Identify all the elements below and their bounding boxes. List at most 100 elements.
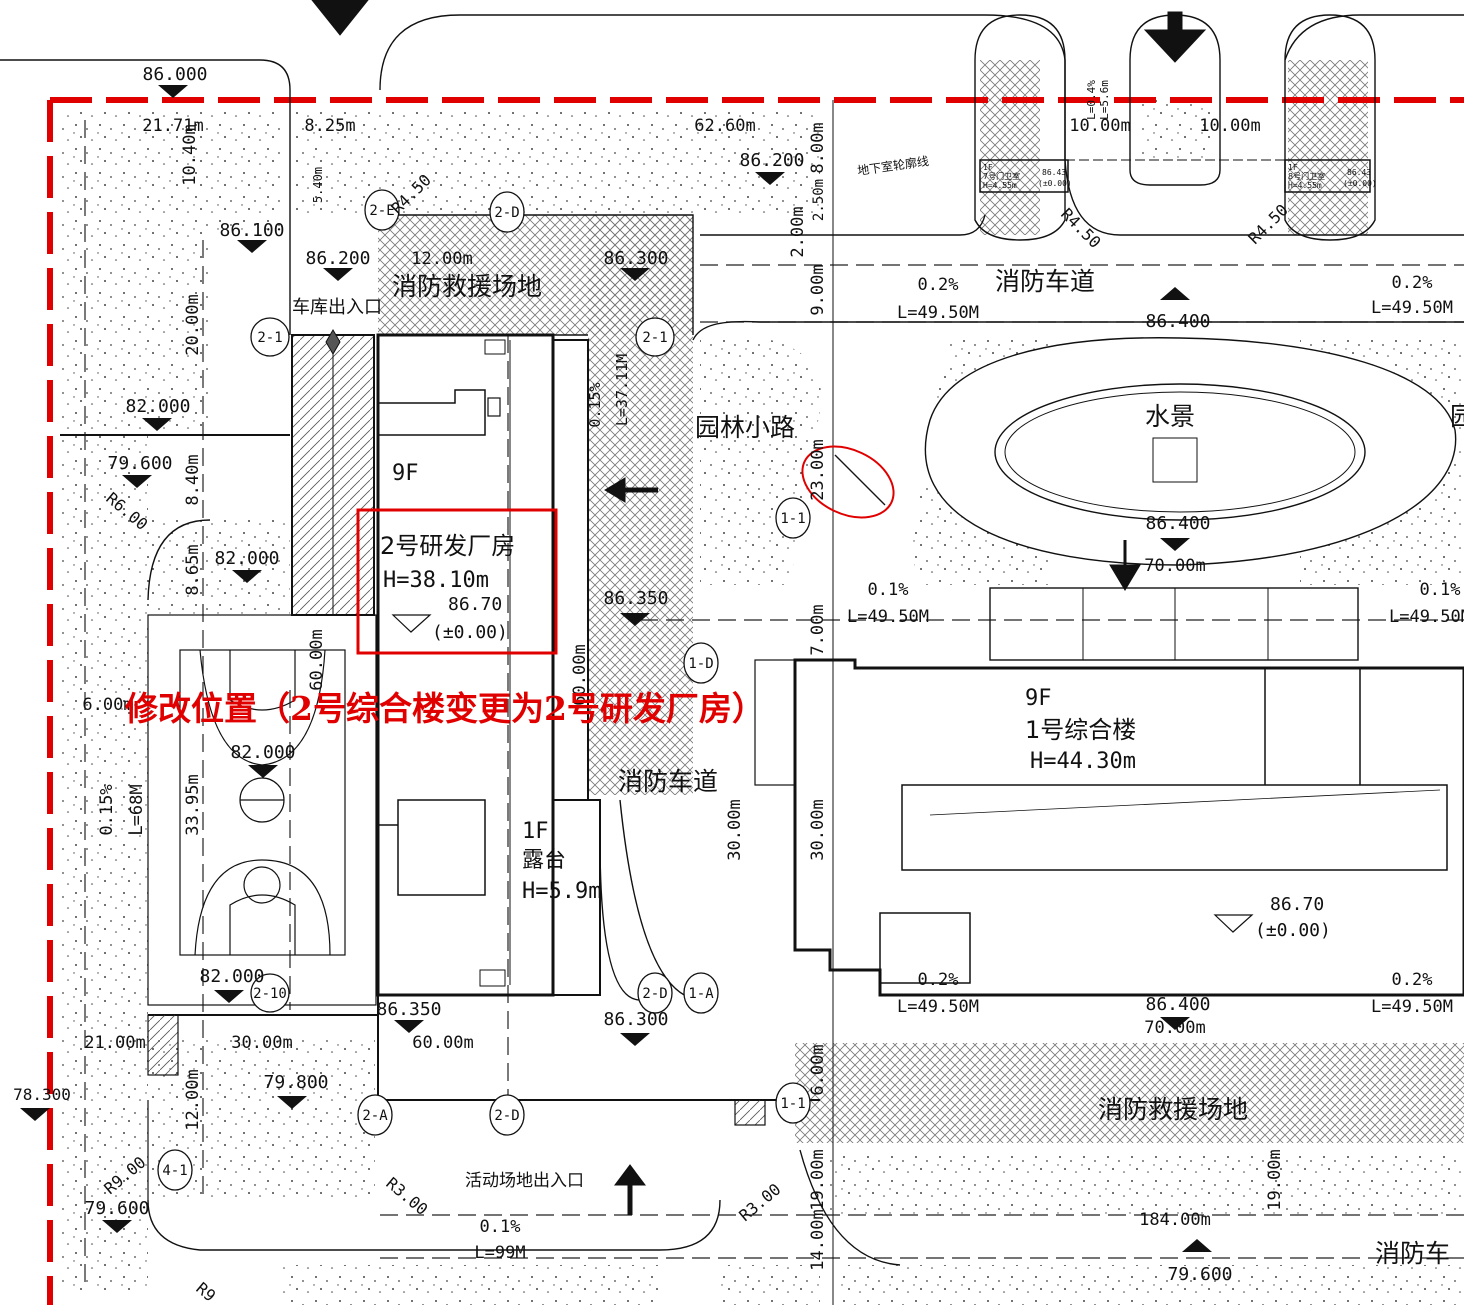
svg-text:86.300: 86.300 (603, 248, 668, 269)
terrace-labels: 1F 露台 H=5.9m (522, 819, 601, 904)
svg-text:8号门卫室: 8号门卫室 (1288, 171, 1325, 181)
svg-text:33.95m: 33.95m (183, 774, 203, 835)
svg-text:L=49.50M: L=49.50M (897, 303, 979, 323)
svg-text:R9: R9 (192, 1279, 219, 1305)
svg-text:79.800: 79.800 (263, 1072, 328, 1093)
svg-text:79.600: 79.600 (1167, 1264, 1232, 1285)
guard-houses (979, 159, 1371, 193)
arrows (311, 0, 1207, 1215)
svg-text:0.15%: 0.15% (586, 382, 604, 427)
svg-text:86.43: 86.43 (1347, 168, 1371, 177)
svg-text:R3.00: R3.00 (735, 1180, 784, 1226)
svg-text:2.50m: 2.50m (811, 179, 827, 221)
garage-ramp (291, 329, 375, 616)
svg-text:H=38.10m: H=38.10m (383, 568, 489, 593)
svg-text:2-D: 2-D (494, 1108, 519, 1124)
svg-text:8.65m: 8.65m (183, 544, 203, 595)
water-feature (924, 337, 1457, 566)
svg-text:82.000: 82.000 (125, 396, 190, 417)
svg-text:(±0.00): (±0.00) (1255, 920, 1331, 941)
svg-text:21.00m: 21.00m (84, 1033, 145, 1053)
svg-text:70.00m: 70.00m (1144, 1018, 1205, 1038)
svg-text:10.40m: 10.40m (180, 124, 200, 185)
label-edge-char: 园 (1450, 402, 1464, 431)
label-fire-rescue-bottom: 消防救援场地 (1098, 1095, 1248, 1124)
svg-text:R4.50: R4.50 (1057, 204, 1104, 251)
svg-text:(±0.00): (±0.00) (1343, 179, 1377, 188)
elevation-markers (20, 85, 1212, 1252)
svg-text:4-1: 4-1 (162, 1163, 187, 1179)
elevation-texts: 86.000 86.100 86.200 86.200 86.300 86.40… (13, 64, 1232, 1285)
svg-text:20.00m: 20.00m (183, 294, 203, 355)
highlight-ellipse (801, 445, 895, 519)
svg-text:9F: 9F (392, 461, 419, 486)
label-fire-rescue-top: 消防救援场地 (392, 272, 542, 301)
svg-text:0.15%: 0.15% (97, 784, 117, 835)
svg-text:7.00m: 7.00m (808, 604, 828, 655)
svg-text:12.00m: 12.00m (183, 1069, 203, 1130)
marker-diag (834, 454, 886, 506)
label-garden-path: 园林小路 (695, 413, 795, 442)
label-garage-exit: 车库出入口 (292, 297, 382, 318)
svg-text:L=99M: L=99M (474, 1243, 525, 1263)
svg-text:184.00m: 184.00m (1139, 1210, 1211, 1230)
hatched-zones (292, 60, 1464, 1143)
svg-text:30.00m: 30.00m (808, 799, 828, 860)
svg-text:L=49.50M: L=49.50M (897, 997, 979, 1017)
svg-text:86.000: 86.000 (142, 64, 207, 85)
axis-labels: 2-E 2-D 2-1 2-1 1-1 1-D 2-D 1-A 2-10 2-A… (162, 203, 805, 1179)
svg-text:86.200: 86.200 (305, 248, 370, 269)
svg-text:14.00m: 14.00m (808, 1209, 828, 1270)
svg-text:12.00m: 12.00m (411, 249, 472, 269)
svg-text:86.400: 86.400 (1145, 994, 1210, 1015)
svg-text:86.43: 86.43 (1042, 168, 1066, 177)
building-1 (754, 587, 1464, 997)
svg-text:1-1: 1-1 (780, 511, 805, 527)
svg-text:0.2%: 0.2% (1392, 970, 1433, 990)
svg-text:2-D: 2-D (494, 205, 519, 221)
svg-text:L=37.11M: L=37.11M (613, 354, 631, 426)
svg-text:0.1%: 0.1% (1420, 580, 1461, 600)
highlight-box (356, 508, 558, 655)
svg-text:60.00m: 60.00m (570, 644, 590, 705)
axis-bubbles (157, 189, 811, 1191)
svg-text:70.00m: 70.00m (1144, 556, 1205, 576)
svg-text:L=0.4%: L=0.4% (1085, 80, 1098, 120)
label-fire-road-top: 消防车道 (995, 267, 1095, 296)
svg-text:2-10: 2-10 (253, 986, 287, 1002)
svg-text:2-1: 2-1 (257, 330, 282, 346)
svg-text:6.00m: 6.00m (808, 1044, 828, 1095)
svg-text:8.00m: 8.00m (808, 122, 828, 173)
svg-text:2.00m: 2.00m (788, 206, 808, 257)
svg-text:86.100: 86.100 (219, 220, 284, 241)
svg-text:2-1: 2-1 (642, 330, 667, 346)
svg-text:6.00m: 6.00m (82, 695, 133, 715)
svg-text:9F: 9F (1025, 686, 1052, 711)
svg-text:R4.50: R4.50 (1244, 200, 1291, 247)
svg-text:5.40m: 5.40m (311, 167, 325, 203)
svg-text:L=5.6m: L=5.6m (1098, 80, 1111, 120)
svg-text:H=44.30m: H=44.30m (1030, 749, 1136, 774)
svg-text:82.000: 82.000 (199, 966, 264, 987)
label-water: 水景 (1145, 402, 1195, 431)
svg-text:62.60m: 62.60m (694, 116, 755, 136)
dimension-texts: 21.71m 8.25m 62.60m 12.00m 6.00m 30.00m … (82, 116, 1260, 1230)
site-boundary (47, 97, 1464, 1305)
svg-text:1-1: 1-1 (780, 1096, 805, 1112)
svg-text:82.000: 82.000 (230, 742, 295, 763)
label-fire-road-bottom: 消防车 (1375, 1239, 1450, 1268)
dimension-texts-vertical: 10.40m 5.40m 8.00m 2.50m 2.00m 9.00m 20.… (180, 122, 1285, 1270)
svg-text:60.00m: 60.00m (412, 1033, 473, 1053)
svg-text:86.70: 86.70 (448, 594, 502, 615)
svg-text:21.71m: 21.71m (142, 116, 203, 136)
svg-text:0.2%: 0.2% (1392, 273, 1433, 293)
elevation-markers-open (391, 614, 1254, 933)
svg-text:1F: 1F (1288, 163, 1298, 172)
slope-texts: 0.2% L=49.50M 0.2% L=49.50M 0.1% L=49.50… (97, 80, 1464, 1263)
svg-text:86.400: 86.400 (1145, 311, 1210, 332)
svg-text:82.000: 82.000 (214, 548, 279, 569)
svg-text:9.00m: 9.00m (808, 264, 828, 315)
modification-note: 修改位置（2号综合楼变更为2号研发厂房） (124, 689, 765, 728)
building-2-labels: 9F 2号研发厂房 H=38.10m 86.70 (±0.00) (380, 461, 515, 643)
svg-text:H=5.9m: H=5.9m (522, 879, 601, 904)
